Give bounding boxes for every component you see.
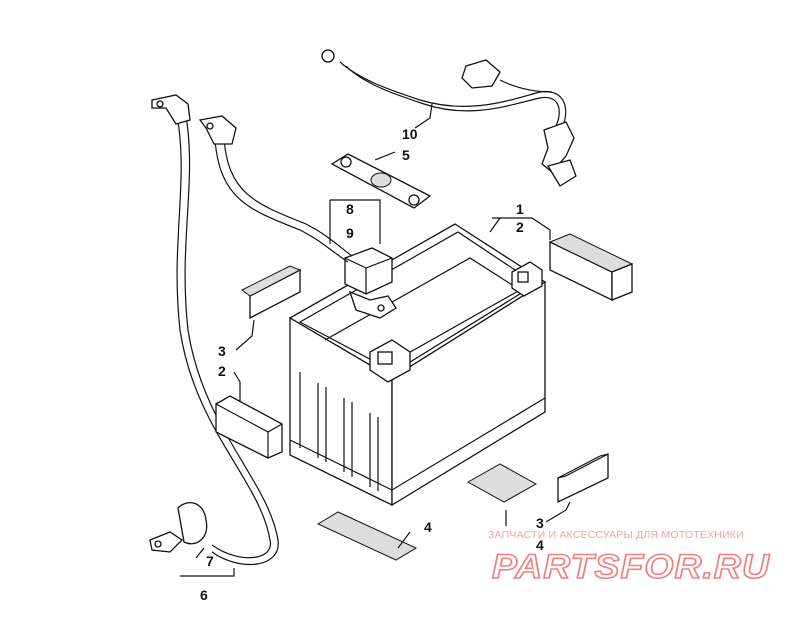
callout-1: 1 xyxy=(516,201,524,217)
harness xyxy=(321,49,577,187)
callout-4-right: 4 xyxy=(536,537,544,553)
callout-8: 8 xyxy=(346,201,354,217)
watermark-tagline: ЗАПЧАСТИ И АКСЕССУАРЫ ДЛЯ МОТОТЕХНИКИ xyxy=(488,529,744,541)
callout-3-right: 3 xyxy=(536,515,544,531)
watermark-brand: PARTSFOR.RU xyxy=(492,548,770,586)
callout-6: 6 xyxy=(200,587,208,603)
callout-4-bottom: 4 xyxy=(424,519,432,535)
callout-3-left: 3 xyxy=(218,343,226,359)
watermark: ЗАПЧАСТИ И АКСЕССУАРЫ ДЛЯ МОТОТЕХНИКИ PA… xyxy=(488,529,770,587)
callout-2-left: 2 xyxy=(218,363,226,379)
callout-labels: 1 2 10 5 8 9 3 2 3 4 4 7 6 xyxy=(200,126,544,603)
callout-2-top: 2 xyxy=(516,219,524,235)
terminal-cover xyxy=(344,247,397,319)
callout-10: 10 xyxy=(402,126,418,142)
callout-7: 7 xyxy=(206,553,214,569)
long-cable xyxy=(149,94,279,565)
short-cable xyxy=(198,115,353,263)
battery xyxy=(288,223,547,507)
bolt-plate xyxy=(330,153,432,209)
callout-9: 9 xyxy=(346,225,354,241)
callout-5: 5 xyxy=(402,147,410,163)
spacers xyxy=(215,233,634,561)
leader-lines xyxy=(180,103,571,577)
